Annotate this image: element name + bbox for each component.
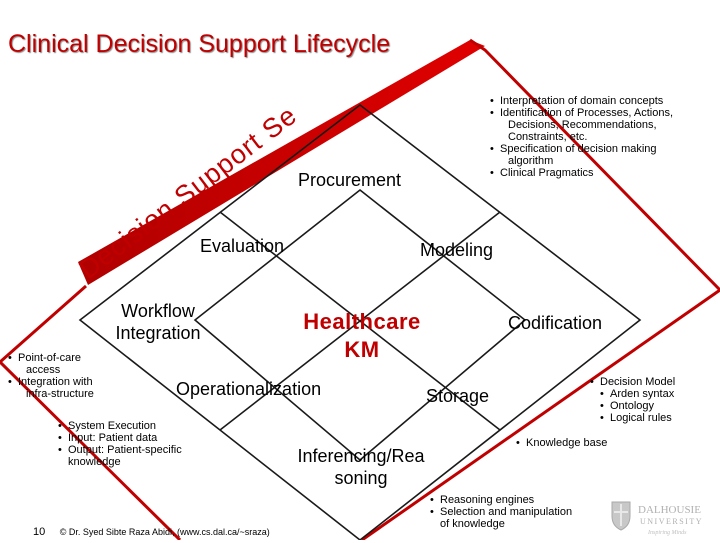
bullet-item: algorithm [508,155,554,167]
bullets-bottom: Reasoning engines Selection and manipula… [430,494,572,530]
center-label: Healthcare KM [287,308,437,364]
bullet-item: Point-of-care [8,352,94,364]
phase-storage: Storage [426,386,490,406]
bullet-item: Constraints, etc. [508,131,588,143]
bullet-item: Ontology [600,400,675,412]
diamond-outline-right [361,288,720,540]
page-number: 10 [33,526,46,538]
bullet-item: Integration with [8,376,94,388]
bullets-top-right: Interpretation of domain concepts Identi… [490,95,673,179]
diamond-outline-top-right [469,38,720,292]
bullet-item: Selection and manipulation [430,506,572,518]
phase-operationalization: Operationalization [176,379,322,399]
phase-codification: Codification [508,313,603,333]
bullet-item: Clinical Pragmatics [490,167,673,179]
bullet-item: Identification of Processes, Actions, [490,107,673,119]
bullets-knowledge-base: Knowledge base [516,437,607,449]
dalhousie-logo: DALHOUSIE UNIVERSITY Inspiring Minds [608,498,716,538]
phase-workflow-integration: Workflow Integration [100,300,216,344]
bullet-item: Decision Model [590,376,675,388]
bullets-right: Decision Model Arden syntax Ontology Log… [590,376,675,424]
bullet-item: Interpretation of domain concepts [490,95,673,107]
bullet-item: System Execution [58,420,182,432]
bullets-left: Point-of-care access Integration with in… [8,352,94,400]
bullet-item: Logical rules [600,412,675,424]
phase-inferencing: Inferencing/Rea soning [284,445,438,489]
bullet-item: Specification of decision making [490,143,673,155]
bullet-item: Output: Patient-specific [58,444,182,456]
logo-line2: UNIVERSITY [640,517,703,526]
bullet-item: of knowledge [440,518,505,530]
outer-diamond-line [78,103,642,540]
footer-credit: © Dr. Syed Sibte Raza Abidi, (www.cs.dal… [59,527,270,537]
workflow-line2: Integration [115,323,201,343]
inner-diamond-line [193,188,527,462]
slide-title: Clinical Decision Support Lifecycle [8,30,391,58]
diamond-edge-top-left [78,40,485,285]
bullet-item: knowledge [68,456,121,468]
bullet-item: Decisions, Recommendations, [508,119,657,131]
inferencing-line2: soning [334,468,388,488]
phase-procurement: Procurement [298,170,402,190]
logo-line1: DALHOUSIE [638,504,701,516]
center-line2: KM [344,337,380,362]
workflow-line1: Workflow [121,301,195,321]
bullet-item: Arden syntax [600,388,675,400]
logo-line3: Inspiring Minds [647,530,687,536]
diamond-outline-left [0,284,87,364]
grid-line-b [219,211,501,431]
center-line1: Healthcare [303,309,421,334]
bullets-middle-left: System Execution Input: Patient data Out… [58,420,182,468]
bullet-item: Knowledge base [516,437,607,449]
inferencing-line1: Inferencing/Rea [297,446,425,466]
bullet-item: infra-structure [26,388,94,400]
bullet-item: Reasoning engines [430,494,572,506]
footer: 10 © Dr. Syed Sibte Raza Abidi, (www.cs.… [33,526,270,538]
bullet-item: Input: Patient data [58,432,182,444]
bullet-item: access [26,364,61,376]
phase-modeling: Modeling [420,240,494,260]
crest-icon: DALHOUSIE UNIVERSITY Inspiring Minds [611,501,703,536]
phase-evaluation: Evaluation [200,236,285,256]
